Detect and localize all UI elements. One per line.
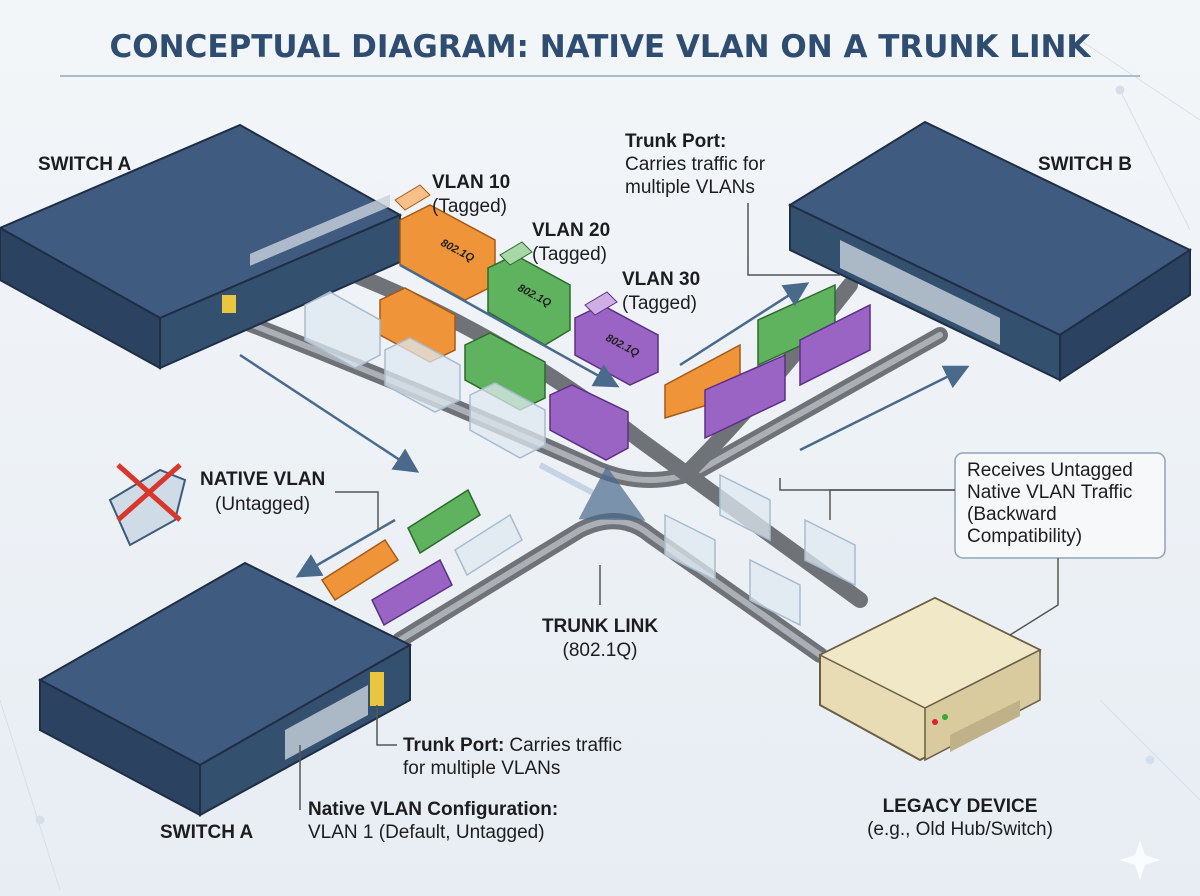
receives-callout: Receives Untagged Native VLAN Traffic (B… <box>779 452 1166 636</box>
native-vlan-state: (Untagged) <box>215 494 310 515</box>
keypad <box>950 700 1020 752</box>
switch-ports <box>285 685 368 760</box>
trunk-port-indicator <box>370 672 384 706</box>
trunk-link-label: TRUNK LINK <box>542 616 658 637</box>
vlan10-name: VLAN 10 <box>432 172 510 193</box>
trunk-port-bottom-line2: for multiple VLANs <box>403 758 560 779</box>
receives-line3: (Backward <box>967 504 1057 525</box>
vlan10-state: (Tagged) <box>432 196 507 217</box>
trunk-port-bottom-title: Trunk Port: <box>403 735 504 756</box>
leader-line <box>747 203 840 276</box>
untagged-packets <box>304 291 856 627</box>
legacy-device-label: LEGACY DEVICE <box>883 796 1038 817</box>
vlan20-packet: 802.1Q <box>487 241 571 346</box>
vlan30-name: VLAN 30 <box>622 269 700 290</box>
leader-line <box>335 491 379 530</box>
switch-ports <box>250 194 390 266</box>
sparkle-icon <box>1120 840 1160 880</box>
leader-line <box>376 705 397 746</box>
native-vlan-name: NATIVE VLAN <box>200 469 325 490</box>
receives-line1: Receives Untagged <box>967 460 1133 481</box>
trunk-port-indicator <box>222 295 236 313</box>
vlan10-packet: 802.1Q <box>394 184 496 301</box>
vlan30-state: (Tagged) <box>622 293 697 314</box>
native-config-value: VLAN 1 (Default, Untagged) <box>308 822 545 843</box>
trunk-port-top-title: Trunk Port: <box>625 131 726 152</box>
switch-a-bottom-label: SWITCH A <box>160 822 254 843</box>
trunk-port-bottom-desc1: Carries traffic <box>509 735 622 756</box>
switch-a-top[interactable] <box>0 123 403 370</box>
switch-b[interactable] <box>787 120 1193 382</box>
diagram-title: CONCEPTUAL DIAGRAM: NATIVE VLAN ON A TRU… <box>110 29 1092 65</box>
traffic-arrows <box>239 263 970 578</box>
receives-line4: Compatibility) <box>967 526 1082 547</box>
switch-b-label: SWITCH B <box>1038 154 1132 175</box>
trunk-port-top-line2: multiple VLANs <box>625 177 755 198</box>
switch-ports <box>840 240 1000 345</box>
crossed-tag-icon <box>108 463 187 547</box>
trunk-port-bottom-line1: Trunk Port:Carries traffic <box>403 735 622 756</box>
native-config-title: Native VLAN Configuration: <box>308 799 558 820</box>
background-network-pattern <box>0 39 1200 891</box>
switch-a-top-label: SWITCH A <box>38 154 132 175</box>
legacy-device[interactable] <box>818 596 1042 762</box>
legacy-device-desc: (e.g., Old Hub/Switch) <box>867 819 1053 840</box>
trunk-port-top-line1: Carries traffic for <box>625 154 766 175</box>
vlan30-packet: 802.1Q <box>574 291 659 386</box>
receives-line2: Native VLAN Traffic <box>967 482 1132 503</box>
vlan20-name: VLAN 20 <box>532 220 610 241</box>
switch-a-bottom[interactable] <box>37 561 413 817</box>
trunk-link-protocol: (802.1Q) <box>563 640 638 661</box>
vlan20-state: (Tagged) <box>532 244 607 265</box>
